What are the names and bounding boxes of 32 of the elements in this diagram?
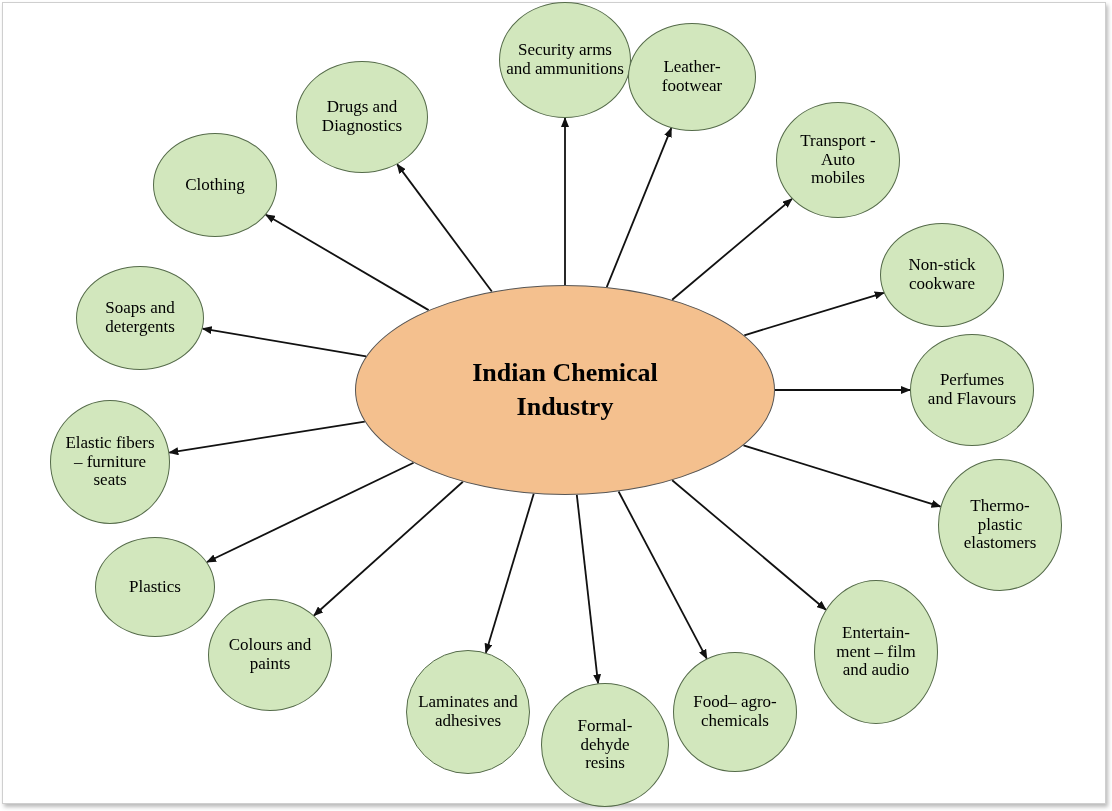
arrow <box>742 444 942 508</box>
arrow <box>264 213 430 312</box>
category-label: Entertain- ment – film and audio <box>835 623 917 681</box>
arrow <box>605 127 673 288</box>
category-label: Soaps and detergents <box>104 299 176 337</box>
category-label: Non-stick cookware <box>907 256 977 294</box>
arrow <box>617 490 708 660</box>
category-label: Transport -Auto mobiles <box>799 131 877 189</box>
arrow <box>396 163 493 293</box>
arrow <box>575 493 601 685</box>
category-label: Security arms and ammunitions <box>506 41 624 79</box>
arrow <box>671 479 827 611</box>
category-label: Elastic fibers – furniture seats <box>65 433 155 491</box>
category-label: Food– agro- chemicals <box>692 693 778 731</box>
category-label: Clothing <box>184 175 246 195</box>
category-label: Plastics <box>128 577 182 597</box>
arrow <box>774 386 911 394</box>
arrow <box>168 420 366 456</box>
category-label: Leather- footwear <box>660 58 724 96</box>
arrow <box>671 197 793 301</box>
category-label: Drugs and Diagnostics <box>320 98 404 136</box>
hub-label: Indian Chemical Industry <box>471 357 659 423</box>
category-label: Thermo- plastic elastomers <box>962 496 1038 554</box>
arrow <box>561 117 569 286</box>
arrow <box>743 291 885 337</box>
arrow <box>313 480 464 617</box>
arrow <box>201 326 367 358</box>
category-label: Colours and paints <box>227 636 313 674</box>
arrow <box>206 461 415 563</box>
category-label: Laminates and adhesives <box>418 693 518 731</box>
category-label: Perfumes and Flavours <box>927 371 1017 409</box>
category-label: Formal- dehyde resins <box>576 716 634 774</box>
